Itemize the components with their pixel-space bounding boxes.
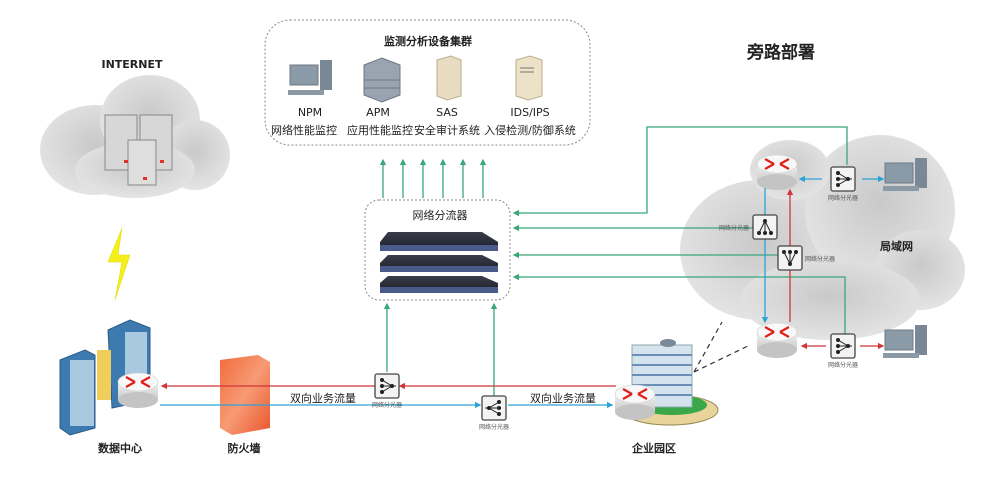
- traffic-label: 双向业务流量: [530, 392, 596, 405]
- tower-server-icon: [515, 55, 543, 101]
- lan-router-top-icon: [755, 153, 799, 192]
- desktop-computer-icon: [288, 60, 332, 95]
- tower-server-icon: [436, 55, 462, 101]
- network-tap-icon[interactable]: [777, 245, 803, 271]
- tap-label: 网络分光器: [827, 195, 859, 202]
- network-tap-icon[interactable]: [830, 333, 856, 359]
- packet-broker-switches: [380, 232, 498, 293]
- device-abbr: NPM: [297, 106, 323, 119]
- device-abbr: SAS: [436, 106, 458, 119]
- tap-label: 网络分光器: [805, 256, 836, 263]
- network-tap-icon[interactable]: [752, 214, 778, 240]
- lan-router-bottom-icon: [755, 321, 799, 360]
- device-abbr: IDS/IPS: [510, 106, 550, 119]
- packet-broker-label: 网络分流器: [412, 209, 468, 222]
- tap-to-broker-links: [383, 302, 498, 396]
- network-tap-icon[interactable]: [374, 373, 400, 399]
- internet-label: INTERNET: [101, 58, 163, 71]
- lan-pc-icon: [883, 325, 927, 358]
- device-name: 应用性能监控: [347, 124, 413, 137]
- campus-router-icon: [613, 383, 657, 422]
- traffic-label: 双向业务流量: [290, 392, 356, 405]
- lan-pc-icon: [883, 158, 927, 191]
- device-name: 入侵检测/防御系统: [484, 124, 576, 137]
- network-tap-icon[interactable]: [481, 395, 507, 421]
- device-name: 安全审计系统: [414, 124, 480, 137]
- tap-label: 网络分光器: [827, 362, 859, 369]
- campus-label: 企业园区: [632, 442, 676, 455]
- network-tap-icon[interactable]: [830, 166, 856, 192]
- monitor-cluster-box: [264, 19, 591, 146]
- broker-to-cluster-links: [379, 158, 487, 198]
- lan-label: 局域网: [880, 240, 913, 253]
- tap-label: 网络分光器: [719, 225, 750, 232]
- datacenter-label: 数据中心: [98, 442, 142, 455]
- lan-to-broker-links: [512, 126, 848, 335]
- firewall-icon: [220, 355, 270, 435]
- internet-servers-icon: [104, 114, 173, 186]
- rack-server-icon: [363, 57, 401, 103]
- tap-label: 网络分光器: [371, 402, 403, 409]
- device-name: 网络性能监控: [271, 124, 337, 137]
- campus-lan-dashed-link: [693, 321, 751, 373]
- device-abbr: APM: [366, 106, 390, 119]
- firewall-label: 防火墙: [227, 442, 261, 455]
- page-title: 旁路部署: [747, 43, 815, 63]
- lightning-icon: [107, 227, 131, 301]
- datacenter-router-icon: [116, 371, 160, 410]
- tap-label: 网络分光器: [478, 424, 510, 431]
- cluster-title: 监测分析设备集群: [384, 35, 472, 48]
